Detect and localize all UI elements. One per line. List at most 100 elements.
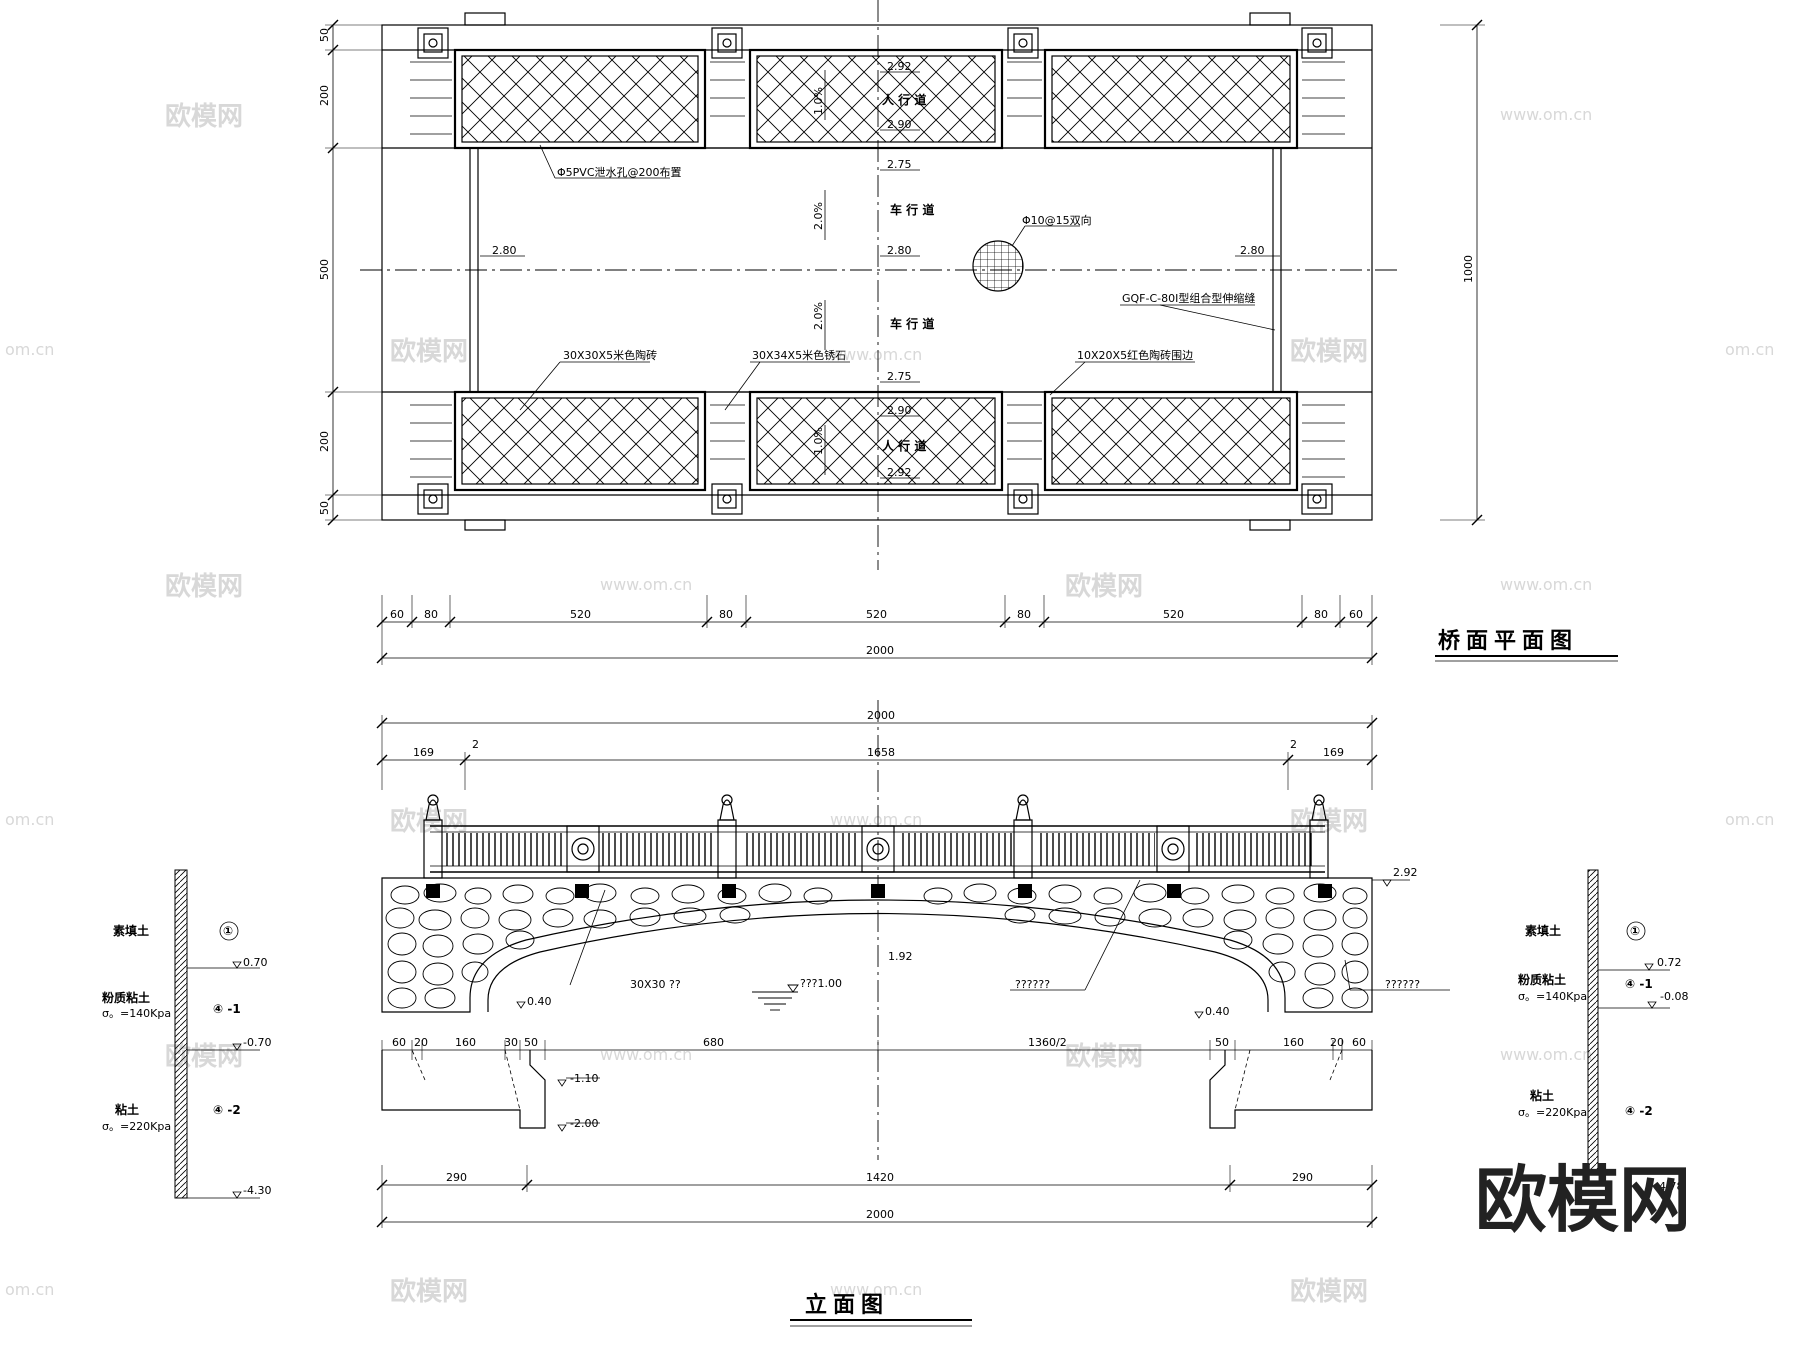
soil-capacity: σ。=140Kpa	[1518, 990, 1587, 1003]
level-label: 1.92	[888, 950, 913, 963]
watermark: 欧模网	[165, 101, 243, 132]
dim-bottom: 80	[1314, 608, 1328, 621]
level-label: 2.80	[492, 244, 517, 257]
dim: 1658	[867, 746, 895, 759]
level-label: 2.75	[887, 158, 912, 171]
soil-name: 素填土	[113, 923, 149, 938]
watermark: 欧模网	[1065, 1041, 1143, 1072]
tile-panels	[453, 48, 1299, 492]
dim: 160	[455, 1036, 476, 1049]
soil-no: ④ -2	[213, 1103, 241, 1117]
drain-note: Φ5PVC泄水孔@200布置	[557, 166, 682, 179]
abutment-tab	[1249, 519, 1291, 531]
dim-left: 50	[318, 28, 331, 42]
abutment-tab	[1249, 12, 1291, 26]
post-squares	[417, 27, 1333, 515]
railing-posts	[423, 794, 1329, 879]
elevation-view	[376, 700, 1450, 1327]
level-label: 2.92	[887, 466, 912, 479]
abutment-tab	[464, 519, 506, 531]
dim-left: 500	[318, 259, 331, 280]
level-label: 2.90	[887, 404, 912, 417]
logo-watermark: 欧模网	[1475, 1158, 1691, 1242]
dim: 1360/2	[1028, 1036, 1067, 1049]
watermark-url: om.cn	[5, 1280, 54, 1299]
plan-view	[325, 0, 1618, 665]
watermark: 欧模网	[390, 336, 468, 367]
level-label: 2.75	[887, 370, 912, 383]
level-label: 2.80	[887, 244, 912, 257]
rebar-mesh-detail	[972, 240, 1024, 292]
watermark-url: www.om.cn	[1500, 575, 1592, 594]
slope-label: 2.0%	[812, 302, 825, 330]
dim-bottom: 520	[570, 608, 591, 621]
soil-no: ①	[1630, 924, 1640, 938]
watermark-url: www.om.cn	[830, 810, 922, 829]
dim-total: 2000	[867, 709, 895, 722]
watermark-url: om.cn	[5, 340, 54, 359]
soil-column-right	[1587, 869, 1670, 1171]
dim: 20	[414, 1036, 428, 1049]
drain-holes	[426, 884, 1332, 898]
tile-note: 30X30X5米色陶砖	[563, 348, 657, 362]
level-label: 2.92	[1393, 866, 1418, 879]
elevation-labels: 2000 169 2 1658 2 169 2.92 1.92 ???1.00 …	[392, 709, 1420, 1318]
level-label: 0.40	[527, 995, 552, 1008]
soil-level: 0.70	[243, 956, 268, 969]
deck-outline	[381, 24, 1373, 521]
soil-no: ④ -1	[1625, 977, 1653, 991]
watermark: 欧模网	[1290, 336, 1368, 367]
level-label: 2.90	[887, 118, 912, 131]
dim: 60	[1352, 1036, 1366, 1049]
joint-note: GQF-C-80Ⅰ型组合型伸缩缝	[1122, 291, 1255, 305]
dim: 680	[703, 1036, 724, 1049]
dim-bottom: 520	[1163, 608, 1184, 621]
stone-masonry	[385, 883, 1369, 1009]
dim: 160	[1283, 1036, 1304, 1049]
slope-label: 2.0%	[812, 202, 825, 230]
elevation-title: 立面图	[805, 1292, 889, 1318]
dim-total: 2000	[866, 1208, 894, 1221]
soil-labels-left: 素填土 ① 0.70 粉质粘土 σ。=140Kpa ④ -1 -0.70 粘土 …	[102, 923, 271, 1197]
watermark-url: www.om.cn	[600, 1045, 692, 1064]
sidewalk-label: 人 行 道	[882, 92, 926, 107]
dim: 30	[504, 1036, 518, 1049]
soil-level: -0.08	[1660, 990, 1688, 1003]
bridge-body	[381, 877, 1373, 1013]
plan-title: 桥面平面图	[1438, 628, 1578, 654]
dim: 169	[413, 746, 434, 759]
level-label: 2.80	[1240, 244, 1265, 257]
watermark: 欧模网	[165, 571, 243, 602]
watermark: 欧模网	[1290, 1276, 1368, 1307]
railing	[430, 825, 1325, 873]
watermark: 欧模网	[1065, 571, 1143, 602]
dim-left: 200	[318, 85, 331, 106]
sidewalk-label: 人 行 道	[882, 438, 926, 453]
note: ??????	[1385, 978, 1420, 991]
level-label: ???1.00	[800, 977, 842, 990]
soil-capacity: σ。=220Kpa	[1518, 1106, 1587, 1119]
foundation-right	[1209, 1050, 1373, 1129]
watermark-url: www.om.cn	[1500, 1045, 1592, 1064]
slope-label: 1.0%	[812, 427, 825, 455]
soil-level: -0.70	[243, 1036, 271, 1049]
dim: 169	[1323, 746, 1344, 759]
note: ??????	[1015, 978, 1050, 991]
watermark-url: om.cn	[1725, 340, 1774, 359]
soil-level: -4.78	[1655, 1180, 1683, 1193]
rebar-note: Φ10@15双向	[1022, 213, 1092, 227]
soil-capacity: σ。=220Kpa	[102, 1120, 171, 1133]
dim-bottom: 60	[1349, 608, 1363, 621]
soil-labels-right: 素填土 ① 0.72 粉质粘土 σ。=140Kpa ④ -1 -0.08 粘土 …	[1518, 923, 1688, 1193]
dim: 290	[446, 1171, 467, 1184]
dim: 2	[1290, 738, 1297, 751]
dim-bottom: 80	[1017, 608, 1031, 621]
soil-no: ④ -1	[213, 1002, 241, 1016]
soil-name: 粉质粘土	[102, 990, 150, 1005]
tile-note: 10X20X5红色陶砖围边	[1077, 348, 1193, 362]
watermark: 欧模网	[390, 1276, 468, 1307]
note: 30X30 ??	[630, 978, 681, 991]
dim: 50	[524, 1036, 538, 1049]
watermark-url: om.cn	[5, 810, 54, 829]
